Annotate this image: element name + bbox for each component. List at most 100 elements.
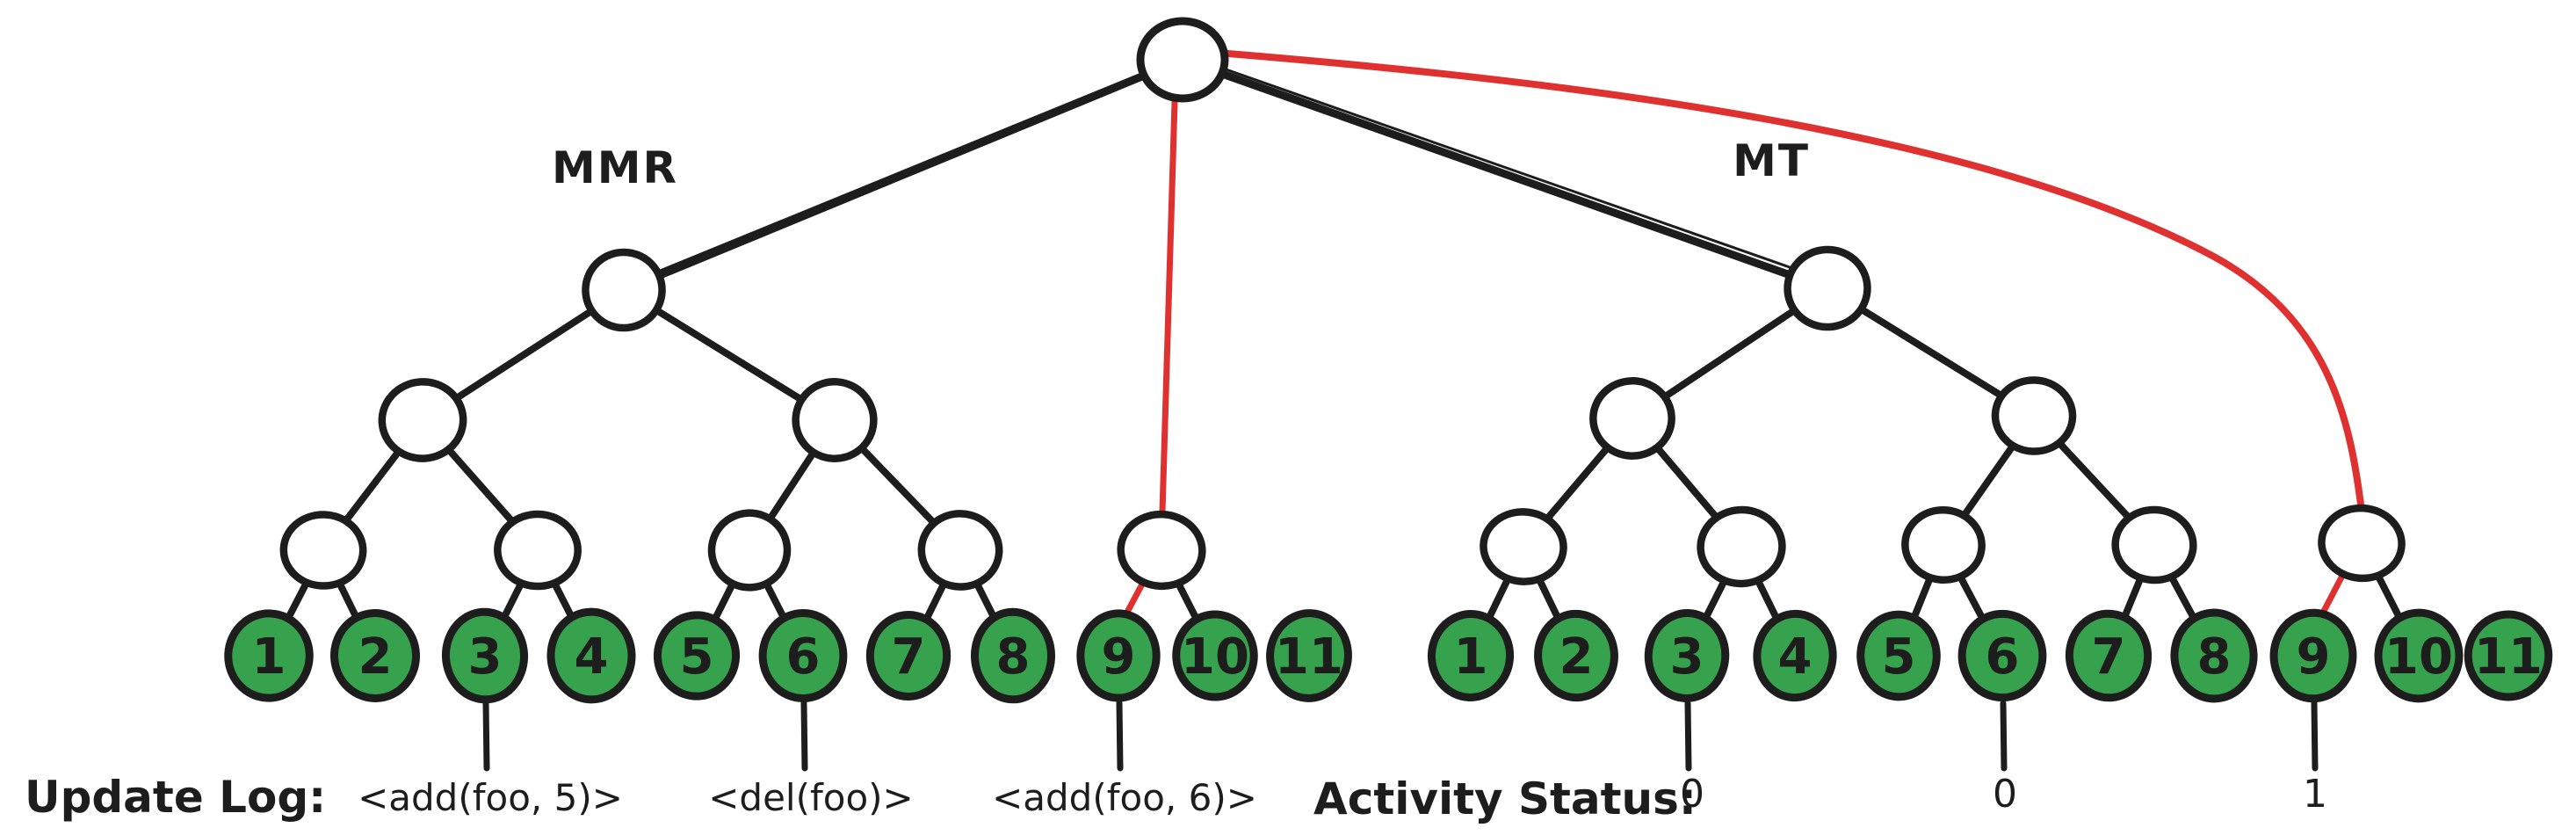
leaf-label-mt: 9 xyxy=(2297,628,2331,686)
edge-mmr xyxy=(973,578,999,624)
edge-mmr-to-leaf10 xyxy=(1174,578,1201,624)
annotation-lines-layer xyxy=(482,700,2319,772)
internal-node-mmr xyxy=(1117,510,1206,591)
leaf-label-mt: 10 xyxy=(2384,628,2453,686)
leaf-node-mt-3 xyxy=(1644,609,1730,702)
leaf-label-mmr: 9 xyxy=(1102,628,1136,686)
edge-mt xyxy=(1960,441,2017,519)
edge-root-to-mt xyxy=(1214,69,1798,280)
internal-node-mmr xyxy=(279,511,367,590)
activity-status-value-2: 0 xyxy=(1993,772,2017,817)
leaf-label-mmr: 10 xyxy=(1181,628,1249,686)
leaf-node-mmr-2 xyxy=(329,609,421,702)
annotation-line-mmr xyxy=(800,700,808,772)
edge-mmr xyxy=(650,305,808,405)
edge-mt xyxy=(1701,575,1729,624)
mt-tree-label: MT xyxy=(1733,135,1810,186)
leaf-label-mmr: 11 xyxy=(1275,628,1343,686)
leaf-label-mmr: 1 xyxy=(252,628,286,686)
leaf-node-mt-8 xyxy=(2170,608,2258,703)
leaf-label-mmr: 8 xyxy=(996,628,1031,686)
leaf-node-mt-2 xyxy=(1534,609,1618,702)
leaf-node-mmr-6 xyxy=(758,608,848,703)
activity-status-title: Activity Status: xyxy=(1313,773,1697,824)
edge-mt xyxy=(1854,303,2008,401)
leaf-node-mt-6 xyxy=(1957,609,2047,702)
leaf-label-mmr: 4 xyxy=(575,628,609,686)
edge-mt xyxy=(2120,574,2145,622)
leaf-node-mt-11 xyxy=(2464,610,2553,701)
internal-node-mt xyxy=(2318,504,2406,583)
edge-mmr xyxy=(443,443,517,527)
edge-mmr xyxy=(341,445,405,526)
edge-mt xyxy=(1535,575,1563,623)
edge-mt xyxy=(1658,304,1802,403)
edge-mmr xyxy=(711,578,737,624)
leaf-label-mmr: 6 xyxy=(786,628,821,686)
edge-mmr xyxy=(856,442,939,528)
update-log-title: Update Log: xyxy=(25,772,326,823)
leaf-label-mt: 11 xyxy=(2474,628,2543,686)
leaf-node-mmr-7 xyxy=(865,611,952,701)
leaf-node-mt-7 xyxy=(2065,609,2153,702)
tree-edges-layer xyxy=(283,67,2405,624)
leaf-node-mmr-5 xyxy=(653,611,741,701)
edge-mt xyxy=(1652,442,1722,523)
leaf-label-mt: 4 xyxy=(1778,628,1813,686)
activity-status-value-3: 1 xyxy=(2303,772,2327,817)
edge-mt-to-leaf10 xyxy=(2374,571,2405,624)
leaf-node-mmr-3 xyxy=(441,607,529,704)
leaf-label-mt: 8 xyxy=(2197,628,2232,686)
edge-mt xyxy=(2054,438,2134,523)
internal-node-mmr xyxy=(582,248,666,332)
edge-mmr xyxy=(923,578,948,624)
internal-node-mt xyxy=(1697,505,1786,588)
edge-mmr xyxy=(765,447,819,524)
leaf-node-mt-5 xyxy=(1856,610,1941,701)
leaf-label-mt: 2 xyxy=(1559,628,1594,686)
internal-node-mt xyxy=(1480,508,1567,585)
leaf-node-mt-4 xyxy=(1753,609,1837,702)
edge-mmr xyxy=(762,578,789,624)
leaf-node-mt-1 xyxy=(1427,610,1515,701)
update-log-entry-3: <add(foo, 6)> xyxy=(992,776,1257,819)
annotation-line-mmr xyxy=(1116,700,1124,772)
internal-node-mt xyxy=(2111,505,2197,584)
internal-node-mmr xyxy=(707,509,792,592)
leaf-label-mmr: 3 xyxy=(468,628,503,686)
edge-sketch-echo xyxy=(660,69,1153,272)
edge-mmr xyxy=(336,578,361,624)
update-log-entry-2: <del(foo)> xyxy=(708,776,914,819)
leaf-label-mt: 1 xyxy=(1454,628,1488,686)
edge-mmr xyxy=(283,578,311,624)
internal-node-mt xyxy=(1784,245,1871,331)
annotation-line-mt xyxy=(2000,700,2008,772)
edge-sketch-echo xyxy=(1220,67,1799,272)
edge-mt xyxy=(2167,572,2199,624)
edge-mt xyxy=(1484,575,1512,623)
leaf-label-mt: 5 xyxy=(1882,628,1916,686)
update-log-entry-1: <add(foo, 5)> xyxy=(358,776,623,819)
edge-mmr xyxy=(499,578,525,624)
internal-node-mt xyxy=(1991,376,2077,455)
internal-node-mmr xyxy=(378,378,467,462)
leaf-node-mmr-11 xyxy=(1266,609,1352,702)
leaf-label-mt: 3 xyxy=(1670,628,1704,686)
leaf-node-mmr-8 xyxy=(970,607,1056,704)
annotation-line-mt xyxy=(1684,700,1692,772)
edge-mt xyxy=(1754,575,1781,624)
leaf-label-mt: 7 xyxy=(2092,628,2126,686)
leaf-node-mmr-10 xyxy=(1172,610,1258,701)
red-link-root-to-mmr-node xyxy=(1159,98,1178,515)
annotation-line-mmr xyxy=(482,700,490,772)
leaf-node-mmr-9 xyxy=(1076,609,1161,702)
internal-node-mmr xyxy=(792,378,878,462)
root-node xyxy=(1136,17,1229,103)
edge-root-to-mmr xyxy=(653,70,1152,280)
edge-mmr xyxy=(449,306,597,404)
leaf-label-mmr: 7 xyxy=(892,628,926,686)
leaf-node-mt-10 xyxy=(2374,608,2464,703)
